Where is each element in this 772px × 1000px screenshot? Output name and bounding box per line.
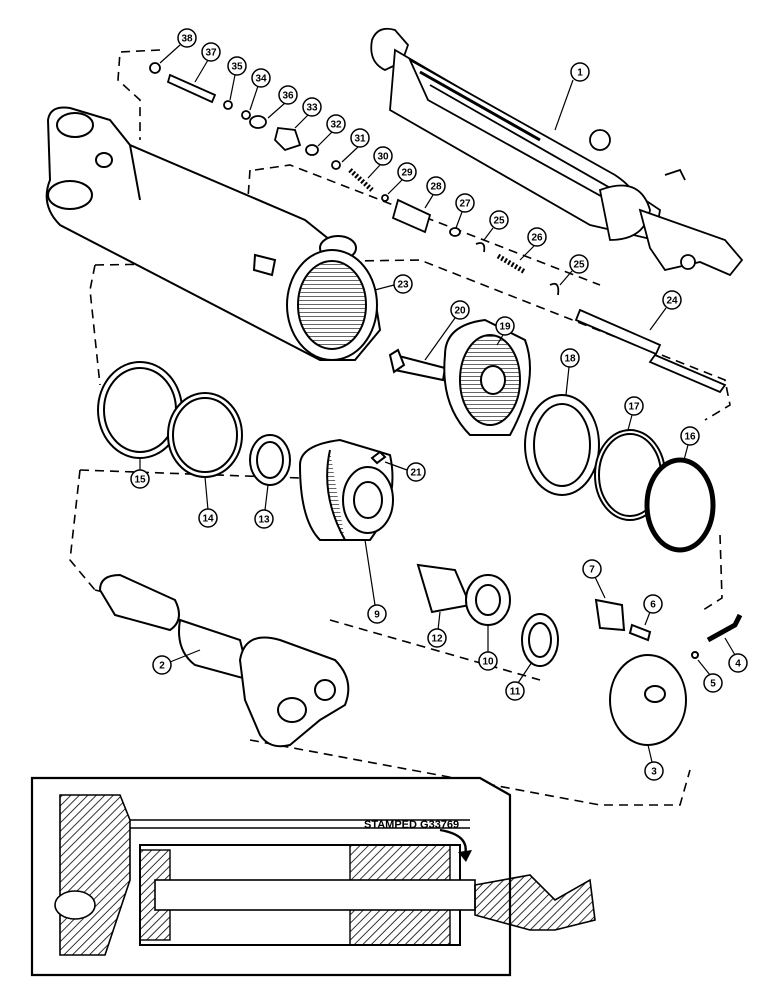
callout-15: 15 <box>130 458 150 489</box>
callout-25-lower: 25 <box>559 254 589 286</box>
callout-30: 30 <box>367 146 393 179</box>
svg-text:7: 7 <box>589 565 595 576</box>
small-parts-row <box>149 62 727 394</box>
svg-text:15: 15 <box>134 475 146 486</box>
svg-text:36: 36 <box>282 91 294 102</box>
callout-12: 12 <box>427 611 447 648</box>
rod-and-clevis <box>98 563 743 748</box>
stamped-part-number-label: STAMPED G33769 <box>364 819 459 831</box>
svg-text:18: 18 <box>564 354 576 365</box>
callout-7: 7 <box>582 559 606 599</box>
svg-text:17: 17 <box>628 402 640 413</box>
svg-text:35: 35 <box>231 62 243 73</box>
cross-section-inset: STAMPED G33769 <box>30 776 596 977</box>
callout-31: 31 <box>341 128 370 163</box>
svg-text:30: 30 <box>377 152 389 163</box>
callout-19: 19 <box>495 316 515 346</box>
callout-34: 34 <box>249 68 271 111</box>
callout-14: 14 <box>198 476 218 528</box>
callout-24: 24 <box>649 290 682 331</box>
svg-text:5: 5 <box>710 679 716 690</box>
cylinder-barrel <box>45 106 382 361</box>
callout-27: 27 <box>455 193 475 229</box>
callout-23: 23 <box>374 274 413 294</box>
callout-33: 33 <box>294 97 322 129</box>
svg-text:28: 28 <box>430 182 442 193</box>
callout-10: 10 <box>478 625 498 671</box>
callout-38: 38 <box>159 28 197 64</box>
callout-3: 3 <box>644 744 664 781</box>
callout-26: 26 <box>519 227 547 261</box>
callout-18: 18 <box>560 348 580 396</box>
callout-6: 6 <box>643 594 663 626</box>
svg-text:26: 26 <box>531 233 543 244</box>
svg-text:2: 2 <box>159 661 165 672</box>
svg-text:14: 14 <box>202 514 214 525</box>
callout-4: 4 <box>724 637 748 673</box>
svg-text:21: 21 <box>410 468 422 479</box>
svg-text:12: 12 <box>431 634 443 645</box>
callout-21: 21 <box>384 461 426 482</box>
callout-29: 29 <box>387 162 417 195</box>
svg-text:32: 32 <box>330 120 342 131</box>
callout-1: 1 <box>554 62 590 131</box>
svg-text:23: 23 <box>397 280 409 291</box>
callout-11: 11 <box>505 661 533 701</box>
svg-text:31: 31 <box>354 134 366 145</box>
assembled-cylinder <box>370 27 744 277</box>
svg-text:16: 16 <box>684 432 696 443</box>
svg-text:9: 9 <box>374 610 380 621</box>
callout-36: 36 <box>267 85 298 119</box>
svg-text:19: 19 <box>499 322 511 333</box>
callout-28: 28 <box>424 176 446 209</box>
svg-text:24: 24 <box>666 296 678 307</box>
svg-text:29: 29 <box>401 168 413 179</box>
svg-text:25: 25 <box>493 216 505 227</box>
svg-text:3: 3 <box>651 767 657 778</box>
callout-13: 13 <box>254 484 274 529</box>
callout-5: 5 <box>697 659 723 693</box>
piston-and-rings <box>97 318 716 553</box>
svg-text:13: 13 <box>258 515 270 526</box>
svg-text:37: 37 <box>205 48 217 59</box>
svg-text:1: 1 <box>577 68 583 79</box>
svg-text:25: 25 <box>573 260 585 271</box>
callout-2: 2 <box>152 649 201 675</box>
callout-35: 35 <box>227 56 247 101</box>
svg-text:38: 38 <box>181 34 193 45</box>
callout-20: 20 <box>424 300 470 361</box>
callout-16: 16 <box>680 426 700 461</box>
svg-text:27: 27 <box>459 199 471 210</box>
svg-text:4: 4 <box>735 659 741 670</box>
svg-text:34: 34 <box>255 74 267 85</box>
callout-9: 9 <box>364 539 387 624</box>
svg-text:6: 6 <box>650 600 656 611</box>
callout-25-upper: 25 <box>483 210 509 241</box>
callout-17: 17 <box>624 396 644 431</box>
svg-text:33: 33 <box>306 103 318 114</box>
callout-32: 32 <box>317 114 346 147</box>
svg-text:11: 11 <box>510 687 521 698</box>
callouts: 1 2 3 4 5 6 7 9 10 11 12 13 14 15 16 17 … <box>130 28 748 781</box>
svg-text:20: 20 <box>454 306 466 317</box>
svg-text:10: 10 <box>482 657 494 668</box>
callout-37: 37 <box>194 42 221 83</box>
